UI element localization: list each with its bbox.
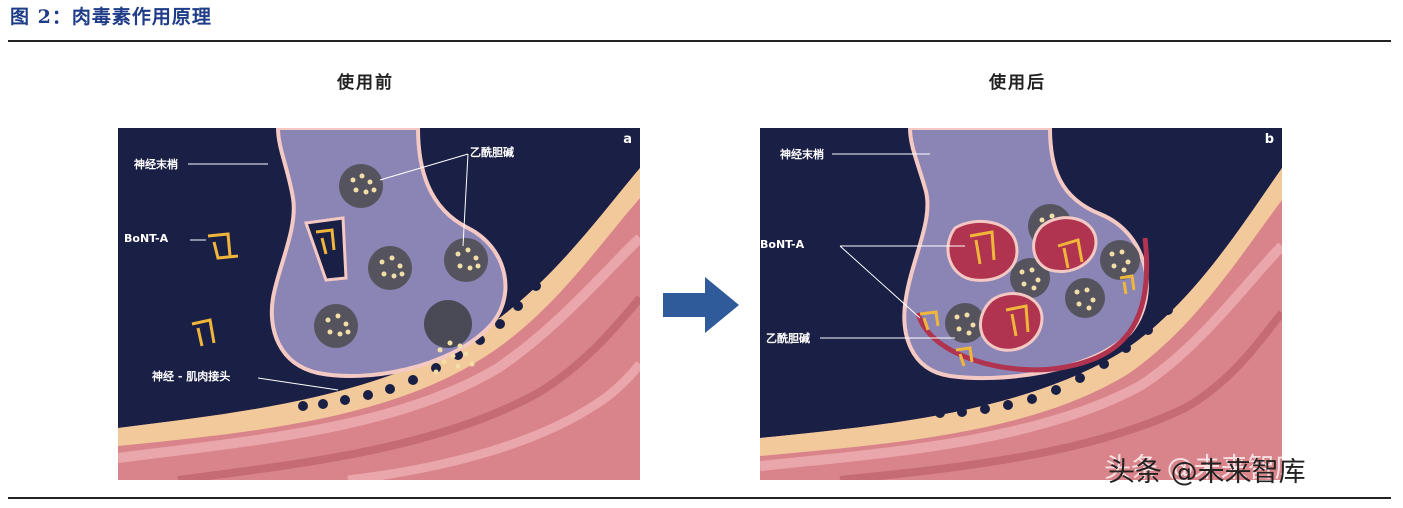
transition-arrow bbox=[663, 277, 739, 333]
label-acetylcholine: 乙酰胆碱 bbox=[470, 146, 514, 159]
panel-label-after: 使用后 bbox=[989, 73, 1046, 93]
muscle-stripe bbox=[347, 361, 640, 480]
panel-before: 神经末梢 乙酰胆碱 BoNT-A 神经 - 肌肉接头 a bbox=[118, 128, 640, 480]
figure-title: 图 2：肉毒素作用原理 bbox=[10, 6, 212, 28]
watermark: 头条 @未来智库 bbox=[1108, 457, 1306, 488]
muscle-stripe bbox=[760, 242, 1282, 471]
blocked-membrane bbox=[915, 237, 1150, 373]
bont-a-molecules bbox=[191, 228, 336, 347]
before-illustration bbox=[118, 128, 640, 480]
label-nerve-ending: 神经末梢 bbox=[780, 148, 824, 161]
muscle-tissue bbox=[760, 168, 1282, 480]
junction-layer bbox=[118, 168, 640, 446]
leader-lines bbox=[820, 153, 965, 339]
label-junction: 神经 - 肌肉接头 bbox=[152, 370, 231, 383]
label-acetylcholine: 乙酰胆碱 bbox=[766, 332, 810, 345]
watermark-shadow: 头条 @未来智库 bbox=[1104, 453, 1302, 484]
muscle-stripe bbox=[118, 234, 640, 463]
muscle-stripe bbox=[839, 310, 1282, 480]
panel-corner-letter: a bbox=[623, 132, 632, 147]
bottom-rule bbox=[8, 497, 1391, 499]
junction-layer bbox=[760, 168, 1282, 456]
acetylcholine-dots bbox=[325, 173, 481, 375]
muscle-tissue bbox=[118, 168, 640, 480]
leader-lines bbox=[188, 153, 469, 391]
top-rule bbox=[8, 40, 1391, 42]
label-nerve-ending: 神经末梢 bbox=[134, 158, 178, 171]
after-illustration bbox=[760, 128, 1282, 480]
bont-a-molecules bbox=[919, 230, 1136, 367]
panel-corner-letter: b bbox=[1264, 132, 1274, 147]
panel-label-before: 使用前 bbox=[337, 73, 394, 93]
receptor-bumps bbox=[298, 281, 541, 411]
label-bont-a: BoNT-A bbox=[124, 232, 169, 245]
label-bont-a: BoNT-A bbox=[760, 238, 805, 251]
panel-after: 神经末梢 BoNT-A 乙酰胆碱 b bbox=[760, 128, 1282, 480]
receptor-bumps bbox=[935, 283, 1191, 418]
vesicles bbox=[314, 164, 488, 348]
muscle-stripe bbox=[177, 295, 640, 480]
